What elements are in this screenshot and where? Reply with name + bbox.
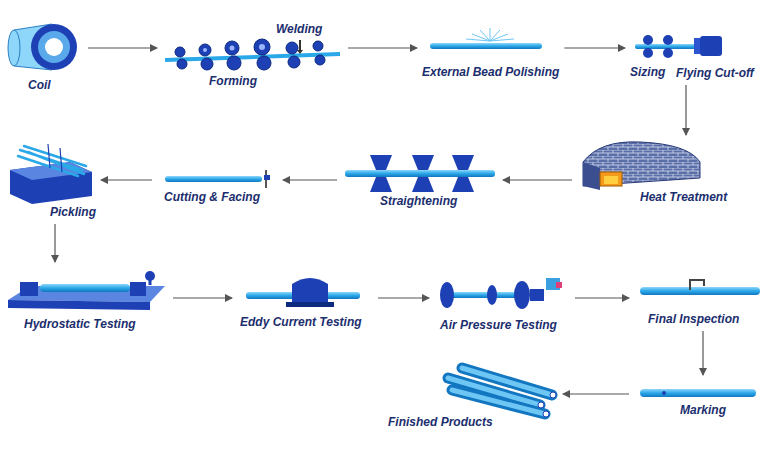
process-step: Eddy Current Testing (235, 268, 375, 331)
process-step: External Bead Polishing (420, 28, 561, 81)
process-step: WeldingForming (160, 20, 345, 92)
step-label: Air Pressure Testing (440, 318, 557, 332)
step-label: Cutting & Facing (164, 190, 260, 204)
flow-arrow (503, 179, 572, 180)
flow-arrow (378, 297, 429, 298)
flow-arrow (54, 224, 55, 262)
step-label: Eddy Current Testing (240, 315, 362, 329)
process-step: Air Pressure Testing (432, 266, 572, 334)
step-label: Welding (276, 22, 322, 36)
flow-arrow (685, 85, 686, 135)
process-step: Cutting & Facing (155, 164, 280, 208)
step-label: Final Inspection (648, 312, 739, 326)
process-step: Straightening (340, 152, 500, 210)
step-label: Sizing (630, 65, 665, 79)
flow-arrow (348, 47, 417, 48)
step-label: External Bead Polishing (422, 65, 559, 79)
step-label: Straightening (380, 194, 457, 208)
process-step: Sizing Flying Cut-off (628, 30, 764, 82)
flow-arrow (563, 393, 629, 394)
flow-arrow (173, 297, 232, 298)
process-step: Marking (632, 378, 764, 422)
step-label: Heat Treatment (640, 190, 727, 204)
flow-arrow (702, 331, 703, 375)
step-label: Hydrostatic Testing (24, 317, 136, 331)
flow-arrow (575, 297, 629, 298)
flow-arrow (101, 179, 152, 180)
flow-arrow (564, 47, 625, 48)
step-label: Finished Products (388, 415, 493, 429)
process-step: Heat Treatment (575, 138, 765, 208)
step-label: Marking (680, 403, 726, 417)
flow-arrow (88, 47, 157, 48)
flow-arrow (283, 179, 337, 180)
process-step: Pickling (4, 138, 98, 221)
process-step: Coil (5, 15, 85, 95)
step-label: Forming (209, 74, 257, 88)
process-step: Hydrostatic Testing (4, 265, 170, 333)
process-step: Finished Products (385, 362, 560, 442)
process-step: Final Inspection (632, 268, 764, 328)
step-label: Coil (28, 78, 51, 92)
step-label: Pickling (50, 205, 96, 219)
step-label: Flying Cut-off (676, 66, 754, 80)
